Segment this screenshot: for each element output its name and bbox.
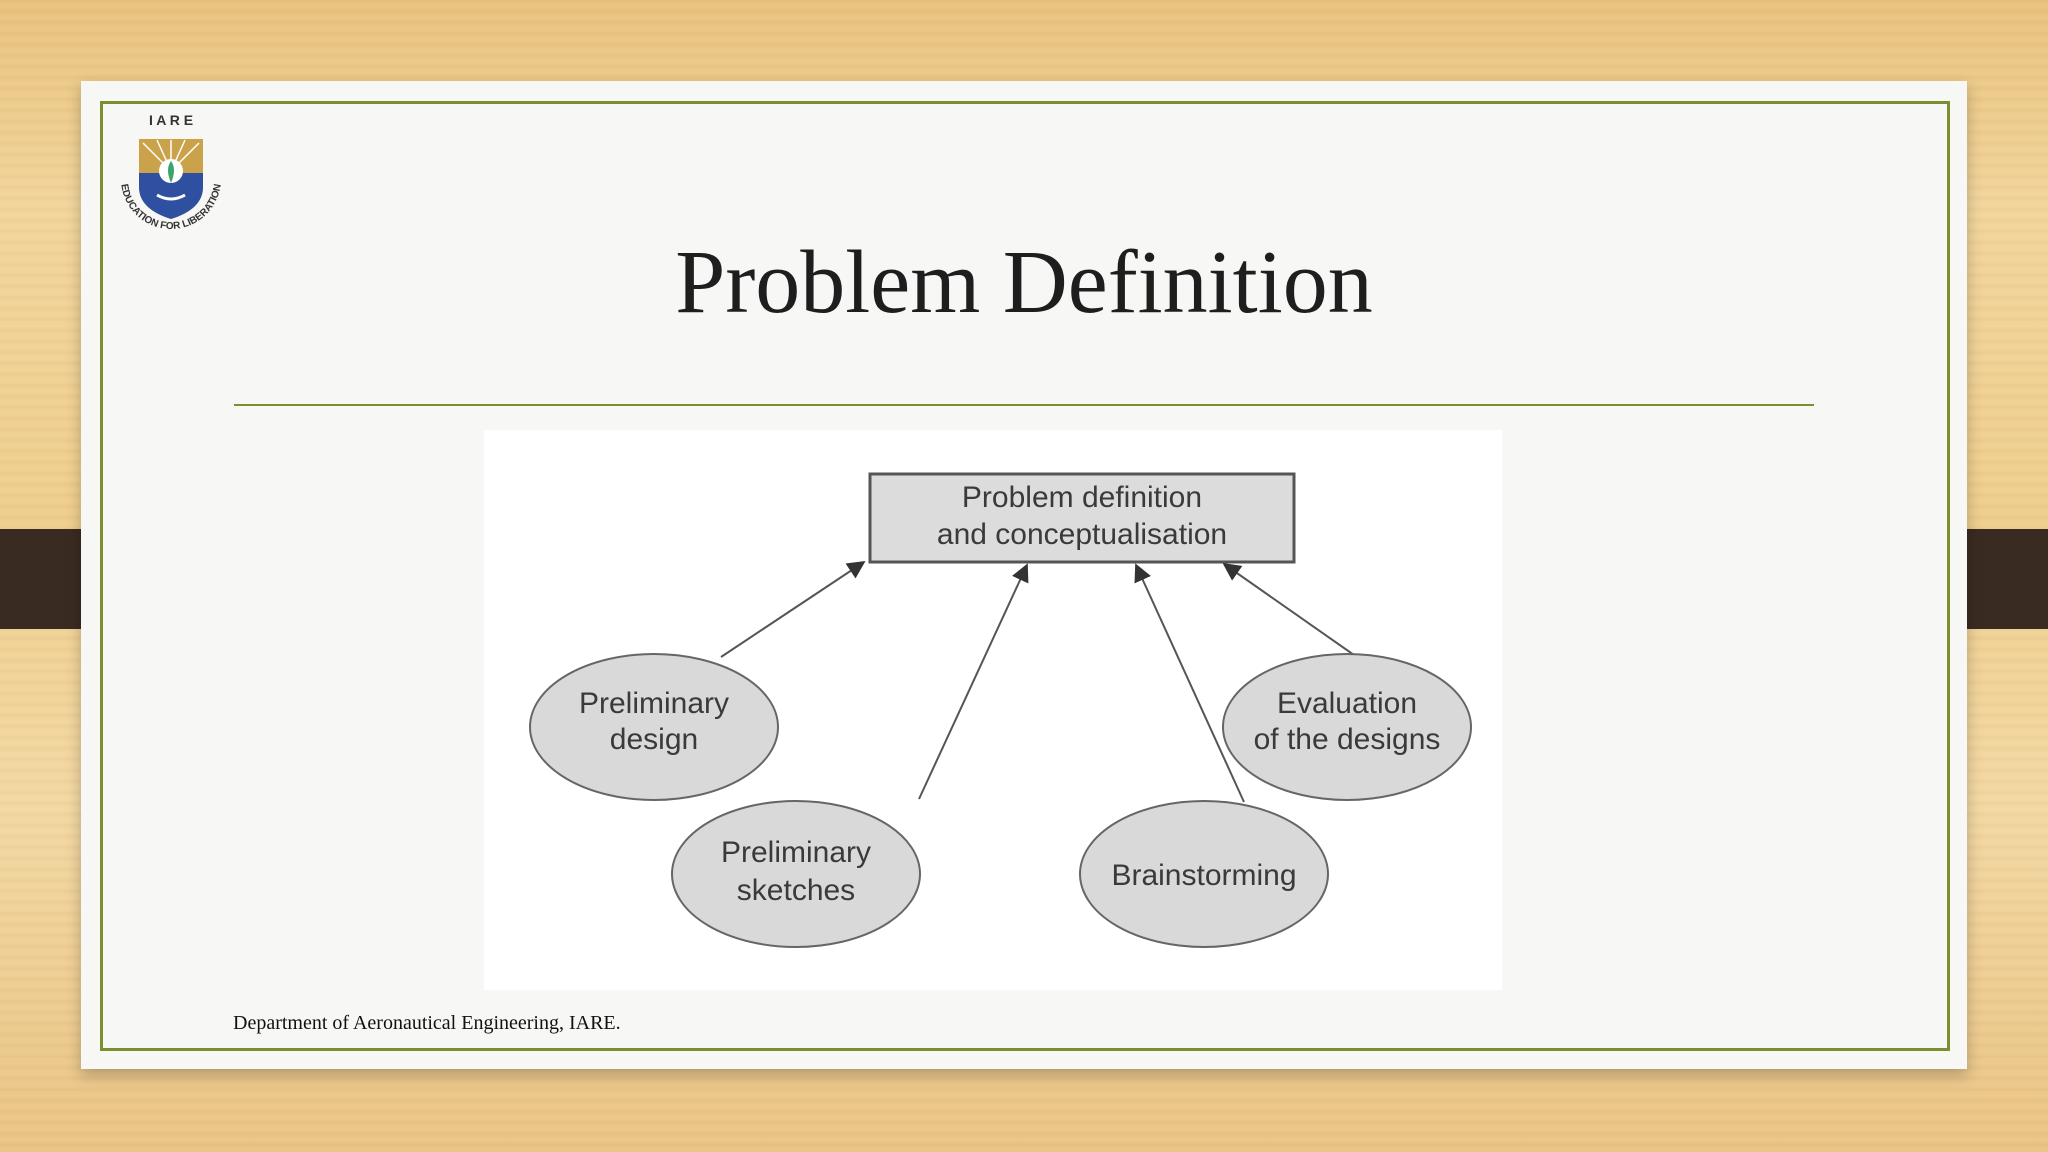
center-box-line2: and conceptualisation [937, 518, 1227, 551]
node-preliminary-sketches-line1: Preliminary [721, 836, 871, 869]
node-preliminary-sketches [671, 800, 921, 948]
slide: I A R E EDUCATION FOR LIBERATION Problem… [81, 81, 1967, 1069]
node-preliminary-design [529, 653, 779, 801]
node-preliminary-sketches-line2: sketches [737, 874, 855, 907]
iare-logo: I A R E EDUCATION FOR LIBERATION [101, 109, 241, 249]
arrow-evaluation [1222, 562, 1365, 663]
center-box [868, 472, 1296, 564]
node-evaluation [1222, 653, 1472, 801]
node-brainstorming [1079, 800, 1329, 948]
footer-department: Department of Aeronautical Engineering, … [233, 1012, 621, 1034]
center-box-line1: Problem definition [962, 481, 1202, 514]
iare-logo-graphic: I A R E EDUCATION FOR LIBERATION [118, 112, 224, 232]
node-brainstorming-line1: Brainstorming [1111, 859, 1296, 892]
page-title: Problem Definition [675, 233, 1373, 332]
title-divider [234, 404, 1814, 406]
problem-definition-diagram: Problem definition and conceptualisation… [529, 472, 1472, 948]
arrow-brainstorming [1134, 563, 1245, 803]
node-evaluation-line2: of the designs [1254, 723, 1441, 756]
node-evaluation-line1: Evaluation [1277, 687, 1417, 720]
diagram-figure: Problem definition and conceptualisation… [484, 430, 1502, 990]
slide-frame [100, 101, 1950, 1051]
node-preliminary-design-line1: Preliminary [579, 687, 729, 720]
arrow-sketches [918, 563, 1029, 800]
arrow-design [720, 561, 866, 658]
logo-letters: I A R E [149, 112, 193, 128]
node-preliminary-design-line2: design [610, 723, 698, 756]
